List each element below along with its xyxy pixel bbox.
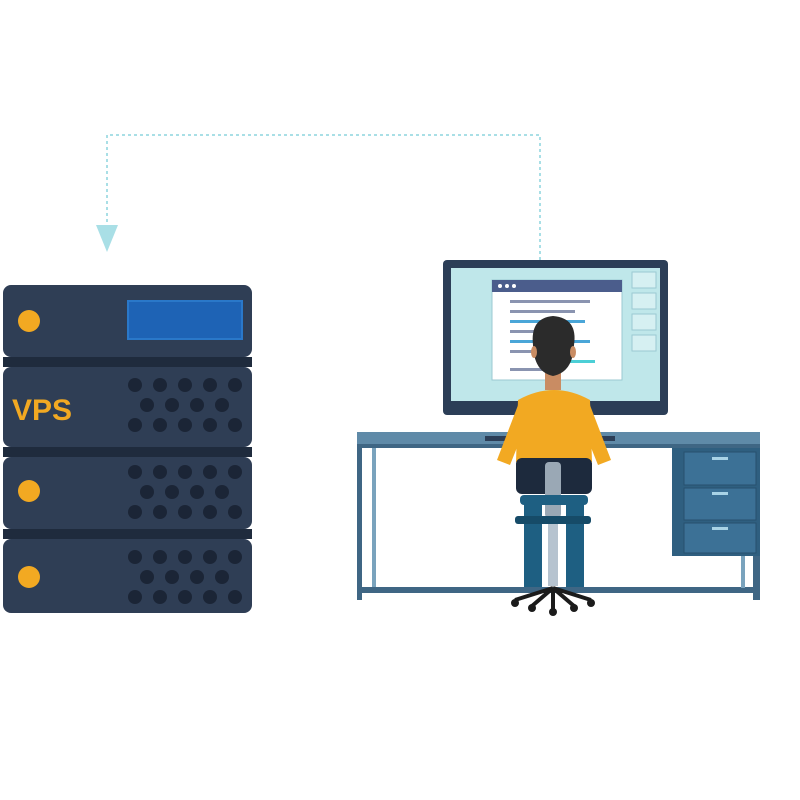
- desk-leg: [357, 448, 362, 600]
- server-unit-4: [3, 539, 252, 613]
- circle-led-icon: [18, 310, 40, 332]
- drawer-handle: [712, 457, 728, 460]
- vps-server: VPS: [3, 285, 252, 613]
- vent-holes: [128, 550, 242, 604]
- drawer-cabinet: [672, 448, 760, 556]
- vent-holes: [128, 378, 242, 432]
- connection-arrow: [96, 134, 541, 260]
- chair-base: [514, 586, 592, 610]
- circle-led-icon: [18, 480, 40, 502]
- chair-seat: [520, 495, 588, 505]
- connection-line: [106, 134, 541, 260]
- circle-led-icon: [18, 566, 40, 588]
- server-display-panel: [127, 300, 243, 340]
- server-unit-2: VPS: [3, 367, 252, 447]
- arrow-down-icon: [96, 225, 118, 252]
- chair-back-post: [545, 462, 561, 518]
- hair: [532, 316, 575, 376]
- server-unit-1: [3, 285, 252, 357]
- drawer-handle: [712, 527, 728, 530]
- vps-label: VPS: [12, 394, 72, 427]
- chair: [511, 462, 595, 616]
- drawer-handle: [712, 492, 728, 495]
- vent-holes: [128, 465, 242, 519]
- screen-window-titlebar: [492, 280, 622, 292]
- shirt: [516, 390, 592, 462]
- chair-stem: [548, 524, 558, 586]
- server-unit-3: [3, 457, 252, 529]
